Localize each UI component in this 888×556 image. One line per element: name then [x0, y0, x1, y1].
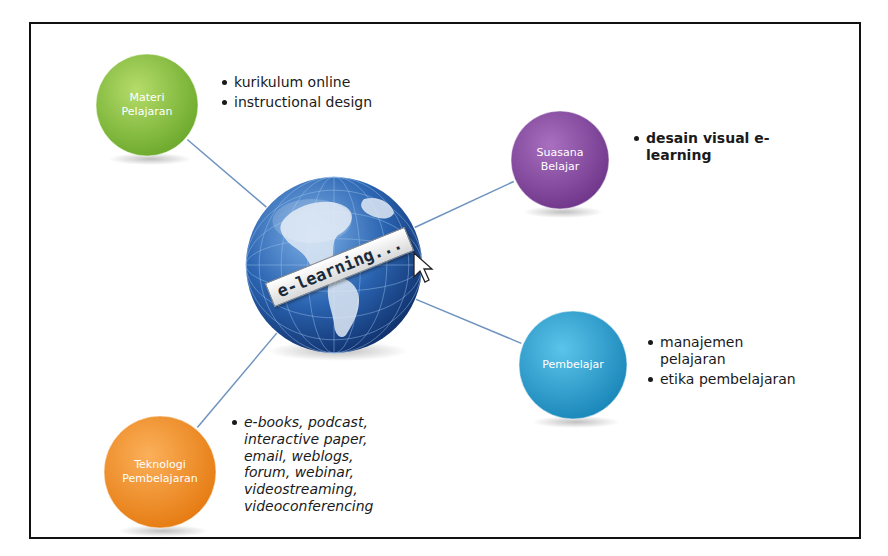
circle-heading: Pembelajar [542, 358, 604, 372]
connector-line [415, 181, 514, 227]
topic-circle: Materi Pelajarankurikulum onlineinstruct… [95, 53, 199, 157]
bullet-text: desain visual e-learning [632, 130, 802, 164]
connector-line [187, 139, 266, 207]
connector-line [416, 299, 521, 343]
bullet-text: e-books, podcast, interactive paper, ema… [230, 414, 395, 515]
topic-circle: Teknologi Pembelajarane-books, podcast, … [103, 415, 217, 529]
connector-line [197, 333, 276, 427]
bullet-text: manajemen pelajaran [646, 334, 806, 368]
bullet-text: instructional design [220, 94, 470, 111]
circle-heading: Materi Pelajaran [108, 91, 186, 119]
bullet-text: kurikulum online [220, 74, 470, 91]
topic-circle: Pembelajarmanajemen pelajaranetika pembe… [518, 310, 628, 420]
topic-circle: Suasana Belajardesain visual e-learning [510, 110, 610, 210]
bullet-dot [232, 420, 237, 425]
bullet-dot [222, 80, 227, 85]
circle-heading: Teknologi Pembelajaran [117, 458, 203, 486]
circle-heading: Suasana Belajar [523, 146, 597, 174]
mouse-cursor [414, 253, 444, 287]
globe-node: e-learning... [246, 177, 422, 353]
bullet-text: etika pembelajaran [646, 371, 806, 388]
bullet-dot [648, 377, 653, 382]
bullet-dot [634, 136, 639, 141]
bullet-dot [222, 100, 227, 105]
bullet-dot [648, 340, 653, 345]
